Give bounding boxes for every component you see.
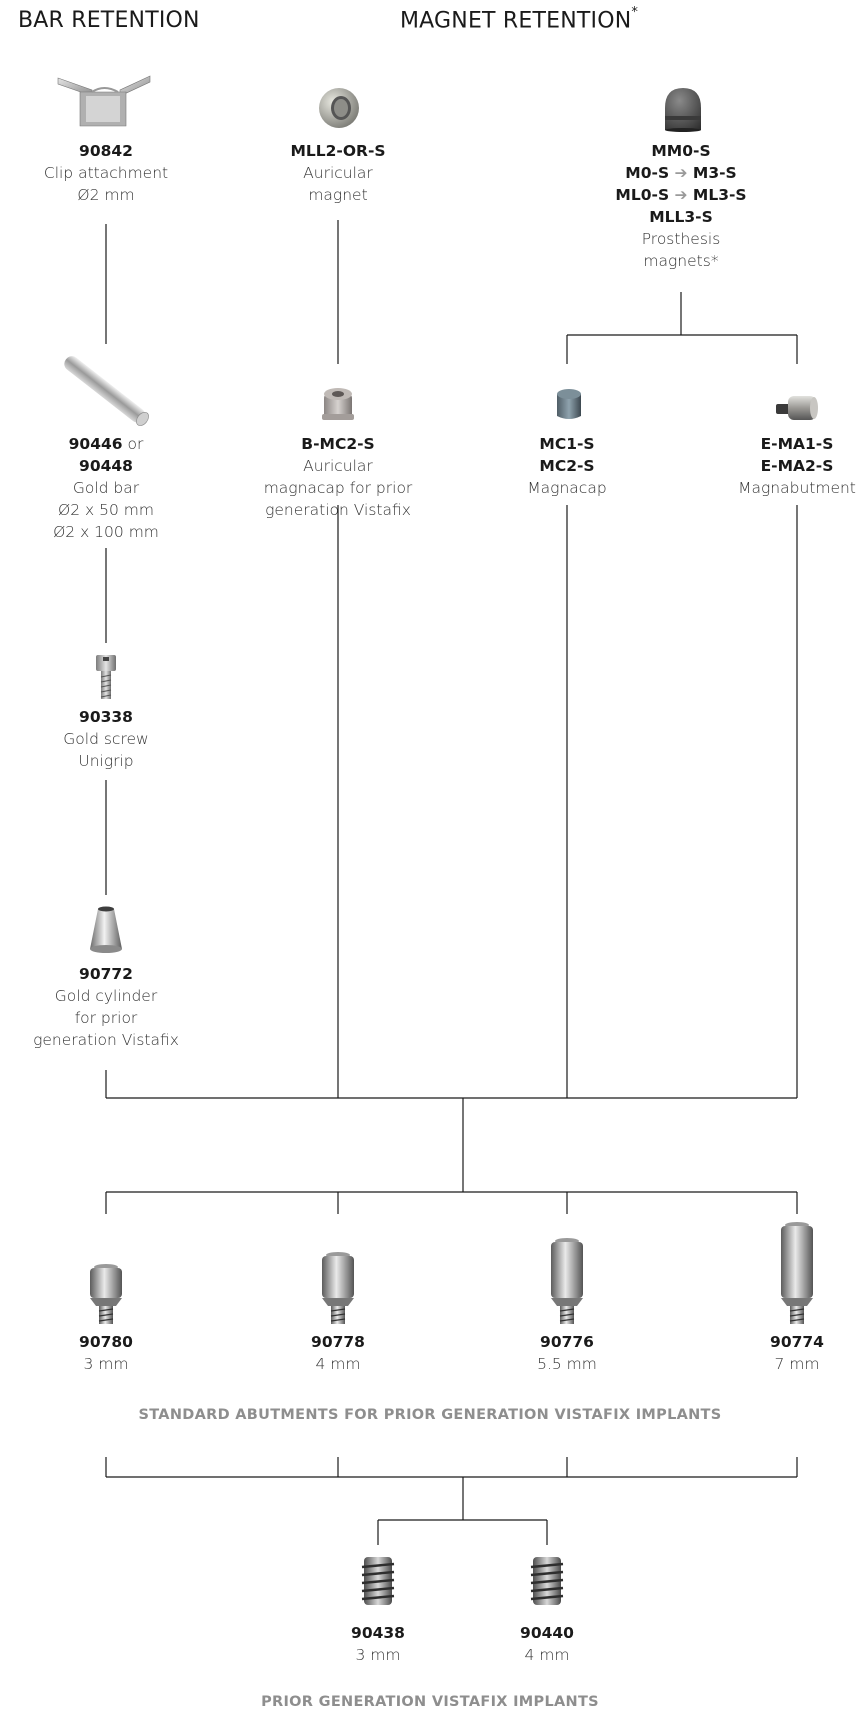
implant-icon [530,1557,564,1605]
prosthesis-magnet-range-1: M0-S ➔ M3-S [625,164,737,182]
abutment-icon [322,1252,354,1324]
bar-retention-heading: BAR RETENTION [18,8,200,33]
clip-attachment-node: 90842 Clip attachment Ø2 mm [6,140,206,206]
gold-bar-code-2: 90448 [79,457,133,475]
magnabutment-node: E-MA1-S E-MA2-S Magnabutment [697,433,860,499]
abutment-size: 4 mm [315,1355,361,1373]
abutment-5-5mm-node: 90776 5.5 mm [467,1331,667,1375]
magnet-retention-heading: MAGNET RETENTION* [400,5,639,34]
auricular-magnacap-icon [322,388,354,420]
magnet-retention-footnote-mark: * [631,5,639,20]
gold-screw-icon [96,655,116,699]
clip-icon [57,75,151,127]
abutment-3mm-node: 90780 3 mm [6,1331,206,1375]
abutment-size: 5.5 mm [537,1355,597,1373]
implant-4mm-node: 90440 4 mm [447,1622,647,1666]
gold-bar-code-1: 90446 [68,435,123,453]
auricular-magnet-icon [319,88,359,128]
implants-section-label: PRIOR GENERATION VISTAFIX IMPLANTS [261,1694,599,1710]
implant-size: 4 mm [524,1646,570,1664]
gold-cylinder-icon [90,906,122,953]
gold-screw-node: 90338 Gold screw Unigrip [6,706,206,772]
magnacap-code-2: MC2-S [539,457,595,475]
magnabutment-code-1: E-MA1-S [760,435,834,453]
abutment-4mm-node: 90778 4 mm [238,1331,438,1375]
abutment-size: 3 mm [83,1355,129,1373]
implant-code: 90440 [520,1624,574,1642]
abutment-size: 7 mm [774,1355,820,1373]
prosthesis-magnet-icon [665,88,701,132]
prosthesis-magnet-range-2: ML0-S ➔ ML3-S [615,186,747,204]
abutment-icon [781,1222,813,1324]
abutment-code: 90778 [311,1333,365,1351]
gold-bar-icon [64,356,149,426]
implant-size: 3 mm [355,1646,401,1664]
auricular-magnacap-node: B-MC2-S Auricular magnacap for prior gen… [238,433,438,521]
implant-3mm-node: 90438 3 mm [278,1622,478,1666]
prosthesis-magnets-node: MM0-S M0-S ➔ M3-S ML0-S ➔ ML3-S MLL3-S P… [581,140,781,272]
magnacap-icon [557,389,581,419]
arrow-right-icon: ➔ [669,186,693,204]
gold-screw-code: 90338 [79,708,133,726]
magnabutment-icon [776,396,818,420]
implant-code: 90438 [351,1624,405,1642]
magnacap-node: MC1-S MC2-S Magnacap [467,433,667,499]
gold-bar-node: 90446 or 90448 Gold bar Ø2 x 50 mm Ø2 x … [6,433,206,543]
abutments-section-label: STANDARD ABUTMENTS FOR PRIOR GENERATION … [138,1407,722,1423]
implant-icon [361,1557,395,1605]
magnabutment-code-2: E-MA2-S [760,457,834,475]
prosthesis-magnet-code-4: MLL3-S [649,208,713,226]
auricular-magnacap-code: B-MC2-S [301,435,375,453]
magnacap-code-1: MC1-S [539,435,595,453]
prosthesis-magnet-code-1: MM0-S [651,142,711,160]
abutment-icon [90,1264,122,1324]
abutment-code: 90780 [79,1333,133,1351]
gold-cylinder-code: 90772 [79,965,133,983]
auricular-magnet-code: MLL2-OR-S [290,142,386,160]
gold-cylinder-node: 90772 Gold cylinder for prior generation… [6,963,206,1051]
arrow-right-icon: ➔ [669,164,693,182]
clip-code: 90842 [79,142,133,160]
abutment-code: 90776 [540,1333,594,1351]
abutment-icon [551,1238,583,1324]
auricular-magnet-node: MLL2-OR-S Auricular magnet [238,140,438,206]
abutment-code: 90774 [770,1333,824,1351]
abutment-7mm-node: 90774 7 mm [697,1331,860,1375]
